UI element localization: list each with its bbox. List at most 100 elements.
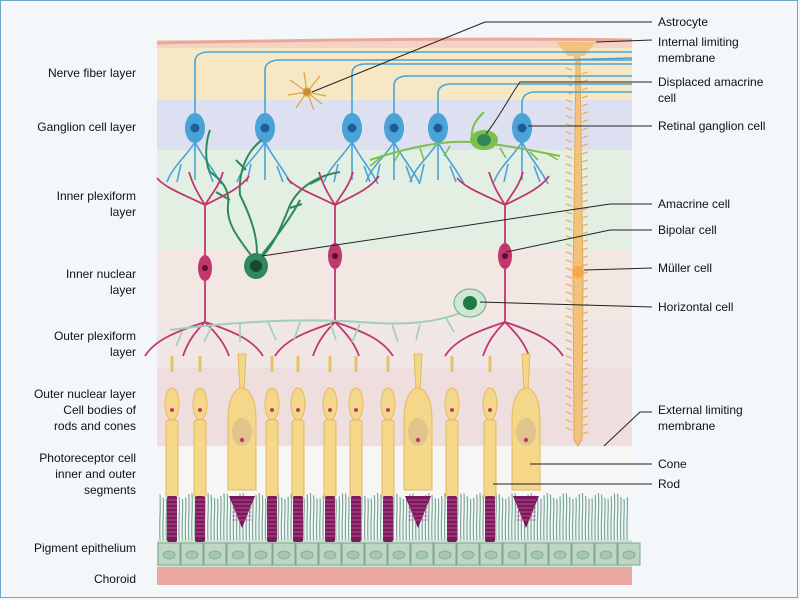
microvillus xyxy=(280,497,283,541)
microvillus xyxy=(370,498,373,541)
bipolar-lower-branches xyxy=(274,266,394,357)
microvillus xyxy=(431,494,433,541)
rod-inner-segment xyxy=(445,419,459,499)
bipolar-nucleus xyxy=(202,265,208,271)
microvillus xyxy=(501,497,504,541)
rod-nucleus-body xyxy=(380,387,396,421)
rod-1 xyxy=(164,356,180,542)
microvillus xyxy=(207,492,209,541)
muller-spine xyxy=(565,387,573,391)
microvillus xyxy=(600,494,603,541)
ganglion-nucleus xyxy=(347,123,357,133)
muller-spine xyxy=(565,427,573,431)
muller-spine xyxy=(581,375,589,379)
microvillus xyxy=(543,495,545,541)
muller-spine xyxy=(581,151,589,155)
rod-inner-segment xyxy=(265,419,279,499)
bipolar-cell-3 xyxy=(444,171,564,357)
cone-nucleus-body xyxy=(408,418,428,446)
muller-spine xyxy=(565,267,573,271)
horizontal-cell-shape xyxy=(169,288,487,347)
microvillus xyxy=(258,492,261,541)
microvillus xyxy=(226,493,229,541)
microvillus xyxy=(335,498,337,541)
rod-nucleus-body xyxy=(290,387,306,421)
muller-spine xyxy=(565,403,573,407)
microvillus xyxy=(159,494,161,541)
rpe-nucleus xyxy=(576,550,590,560)
label-ganglion-cell-layer: Ganglion cell layer xyxy=(37,120,136,134)
microvillus xyxy=(376,492,379,541)
microvillus xyxy=(578,494,581,541)
microvillus xyxy=(306,494,309,541)
muller-spine xyxy=(565,355,573,359)
leader-astrocyte xyxy=(311,21,652,93)
rod-nucleus xyxy=(296,408,300,412)
rpe-nucleus xyxy=(346,550,360,560)
bipolar-upper-branches xyxy=(456,171,550,246)
muller-spine xyxy=(581,415,589,419)
muller-spine xyxy=(581,111,589,115)
muller-spine xyxy=(581,263,589,267)
muller-spine xyxy=(565,179,573,183)
muller-spine xyxy=(565,379,573,383)
muller-spine xyxy=(581,175,589,179)
microvillus xyxy=(584,495,587,541)
microvillus xyxy=(319,498,321,541)
displaced-amacrine-cell-shape xyxy=(369,111,561,167)
microvillus xyxy=(402,498,405,541)
cone-2 xyxy=(403,353,433,528)
rpe-nucleus xyxy=(530,550,544,560)
muller-cell-nucleus xyxy=(572,266,584,278)
rod-nucleus-body xyxy=(348,387,364,421)
microvillus xyxy=(597,492,600,541)
rod-inner-segment xyxy=(291,419,305,499)
microvillus xyxy=(261,495,264,541)
microvillus xyxy=(341,493,344,541)
muller-spine xyxy=(581,223,589,227)
microvillus xyxy=(395,493,398,541)
microvillus xyxy=(360,493,363,541)
rod-nucleus xyxy=(450,408,454,412)
microvillus xyxy=(568,496,571,541)
muller-spine xyxy=(581,295,589,299)
microvillus xyxy=(178,496,181,541)
microvillus xyxy=(287,496,289,541)
muller-spine xyxy=(581,407,589,411)
microvillus xyxy=(475,494,478,541)
cone-nucleus xyxy=(415,437,421,443)
muller-spine xyxy=(581,279,589,283)
rpe-nucleus xyxy=(277,550,291,560)
microvillus xyxy=(405,497,408,541)
microvillus xyxy=(191,493,193,541)
label-choroid: Choroid xyxy=(94,572,136,586)
cone-1 xyxy=(227,353,257,528)
ganglion-dendrites xyxy=(409,141,465,185)
microvillus xyxy=(322,495,325,541)
muller-spine xyxy=(581,143,589,147)
rod-outer-segment xyxy=(167,496,177,542)
leader-amacrine xyxy=(261,203,652,257)
cone-nucleus xyxy=(523,437,529,443)
cone-axon xyxy=(237,353,247,391)
microvillus xyxy=(459,493,462,541)
rod-outer-segment xyxy=(383,496,393,542)
bipolar-lower-branches xyxy=(144,278,264,357)
microvillus xyxy=(472,497,475,541)
microvillus xyxy=(434,498,437,541)
rpe-nucleus xyxy=(553,550,567,560)
microvillus xyxy=(511,493,513,541)
muller-spine xyxy=(565,275,573,279)
microvillus xyxy=(546,493,549,541)
microvillus xyxy=(591,498,593,541)
microvillus xyxy=(338,496,341,541)
cone-nucleus xyxy=(239,437,245,443)
muller-spine xyxy=(581,95,589,99)
muller-spine xyxy=(581,191,589,195)
leader-external-limiting xyxy=(603,411,652,447)
rpe-nucleus xyxy=(438,550,452,560)
microvillus xyxy=(603,497,606,541)
microvillus xyxy=(363,495,366,541)
